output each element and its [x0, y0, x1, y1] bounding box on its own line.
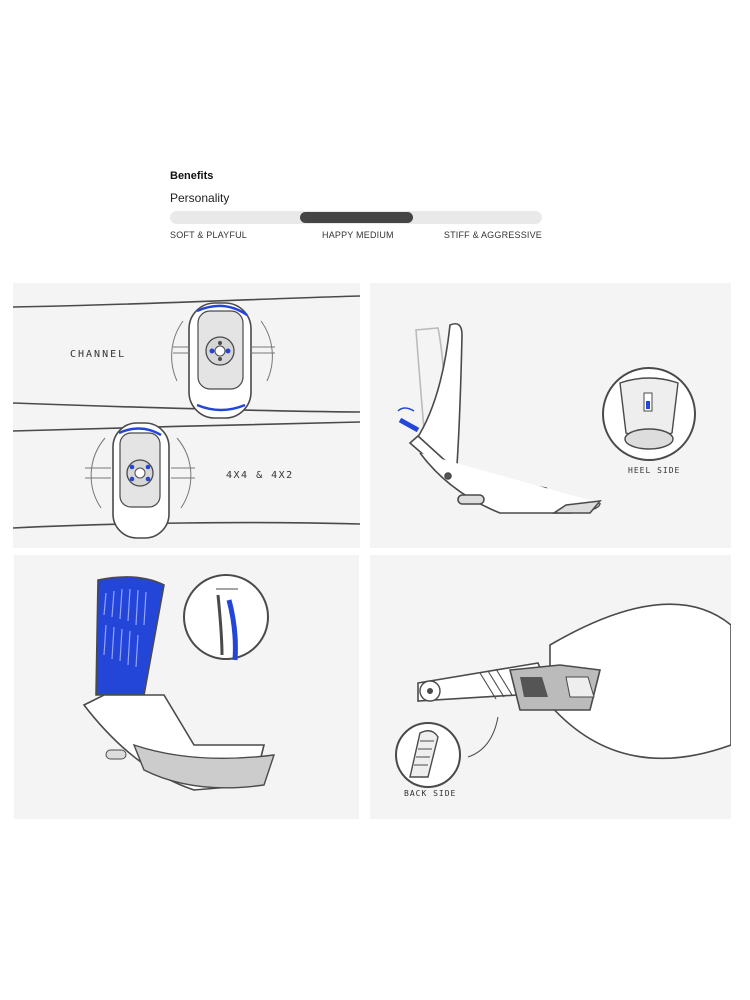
benefits-title: Benefits — [170, 170, 214, 182]
personality-label: Personality — [170, 191, 230, 205]
heel-side-caption: HEEL SIDE — [628, 466, 681, 475]
channel-binding-icon — [188, 302, 252, 419]
scale-label-soft: SOFT & PLAYFUL — [170, 230, 247, 240]
binding-side-profile-icon — [408, 322, 602, 514]
forward-lean-magnifier-icon — [183, 574, 269, 661]
mounting-options-illustration: CHANNEL 4X4 & 4X2 — [13, 283, 360, 548]
strap-buckle-icon — [417, 603, 731, 760]
scale-label-medium: HAPPY MEDIUM — [322, 230, 394, 240]
highback-binding-icon — [82, 576, 276, 791]
disc-pattern-label: 4X4 & 4X2 — [226, 470, 294, 481]
personality-slider-track — [170, 211, 542, 224]
benefits-section: Benefits Personality SOFT & PLAYFUL HAPP… — [170, 168, 542, 240]
scale-label-stiff: STIFF & AGGRESSIVE — [443, 230, 542, 240]
heel-side-illustration: HEEL SIDE — [370, 283, 731, 548]
heel-detail-magnifier-icon — [602, 367, 696, 461]
channel-label: CHANNEL — [70, 349, 127, 360]
back-side-magnifier-icon — [395, 722, 461, 788]
back-side-caption: BACK SIDE — [404, 789, 457, 798]
highback-illustration — [14, 555, 359, 819]
personality-slider-indicator — [299, 212, 413, 223]
strap-back-side-illustration: BACK SIDE — [370, 555, 731, 819]
disc-binding-icon — [112, 422, 170, 539]
